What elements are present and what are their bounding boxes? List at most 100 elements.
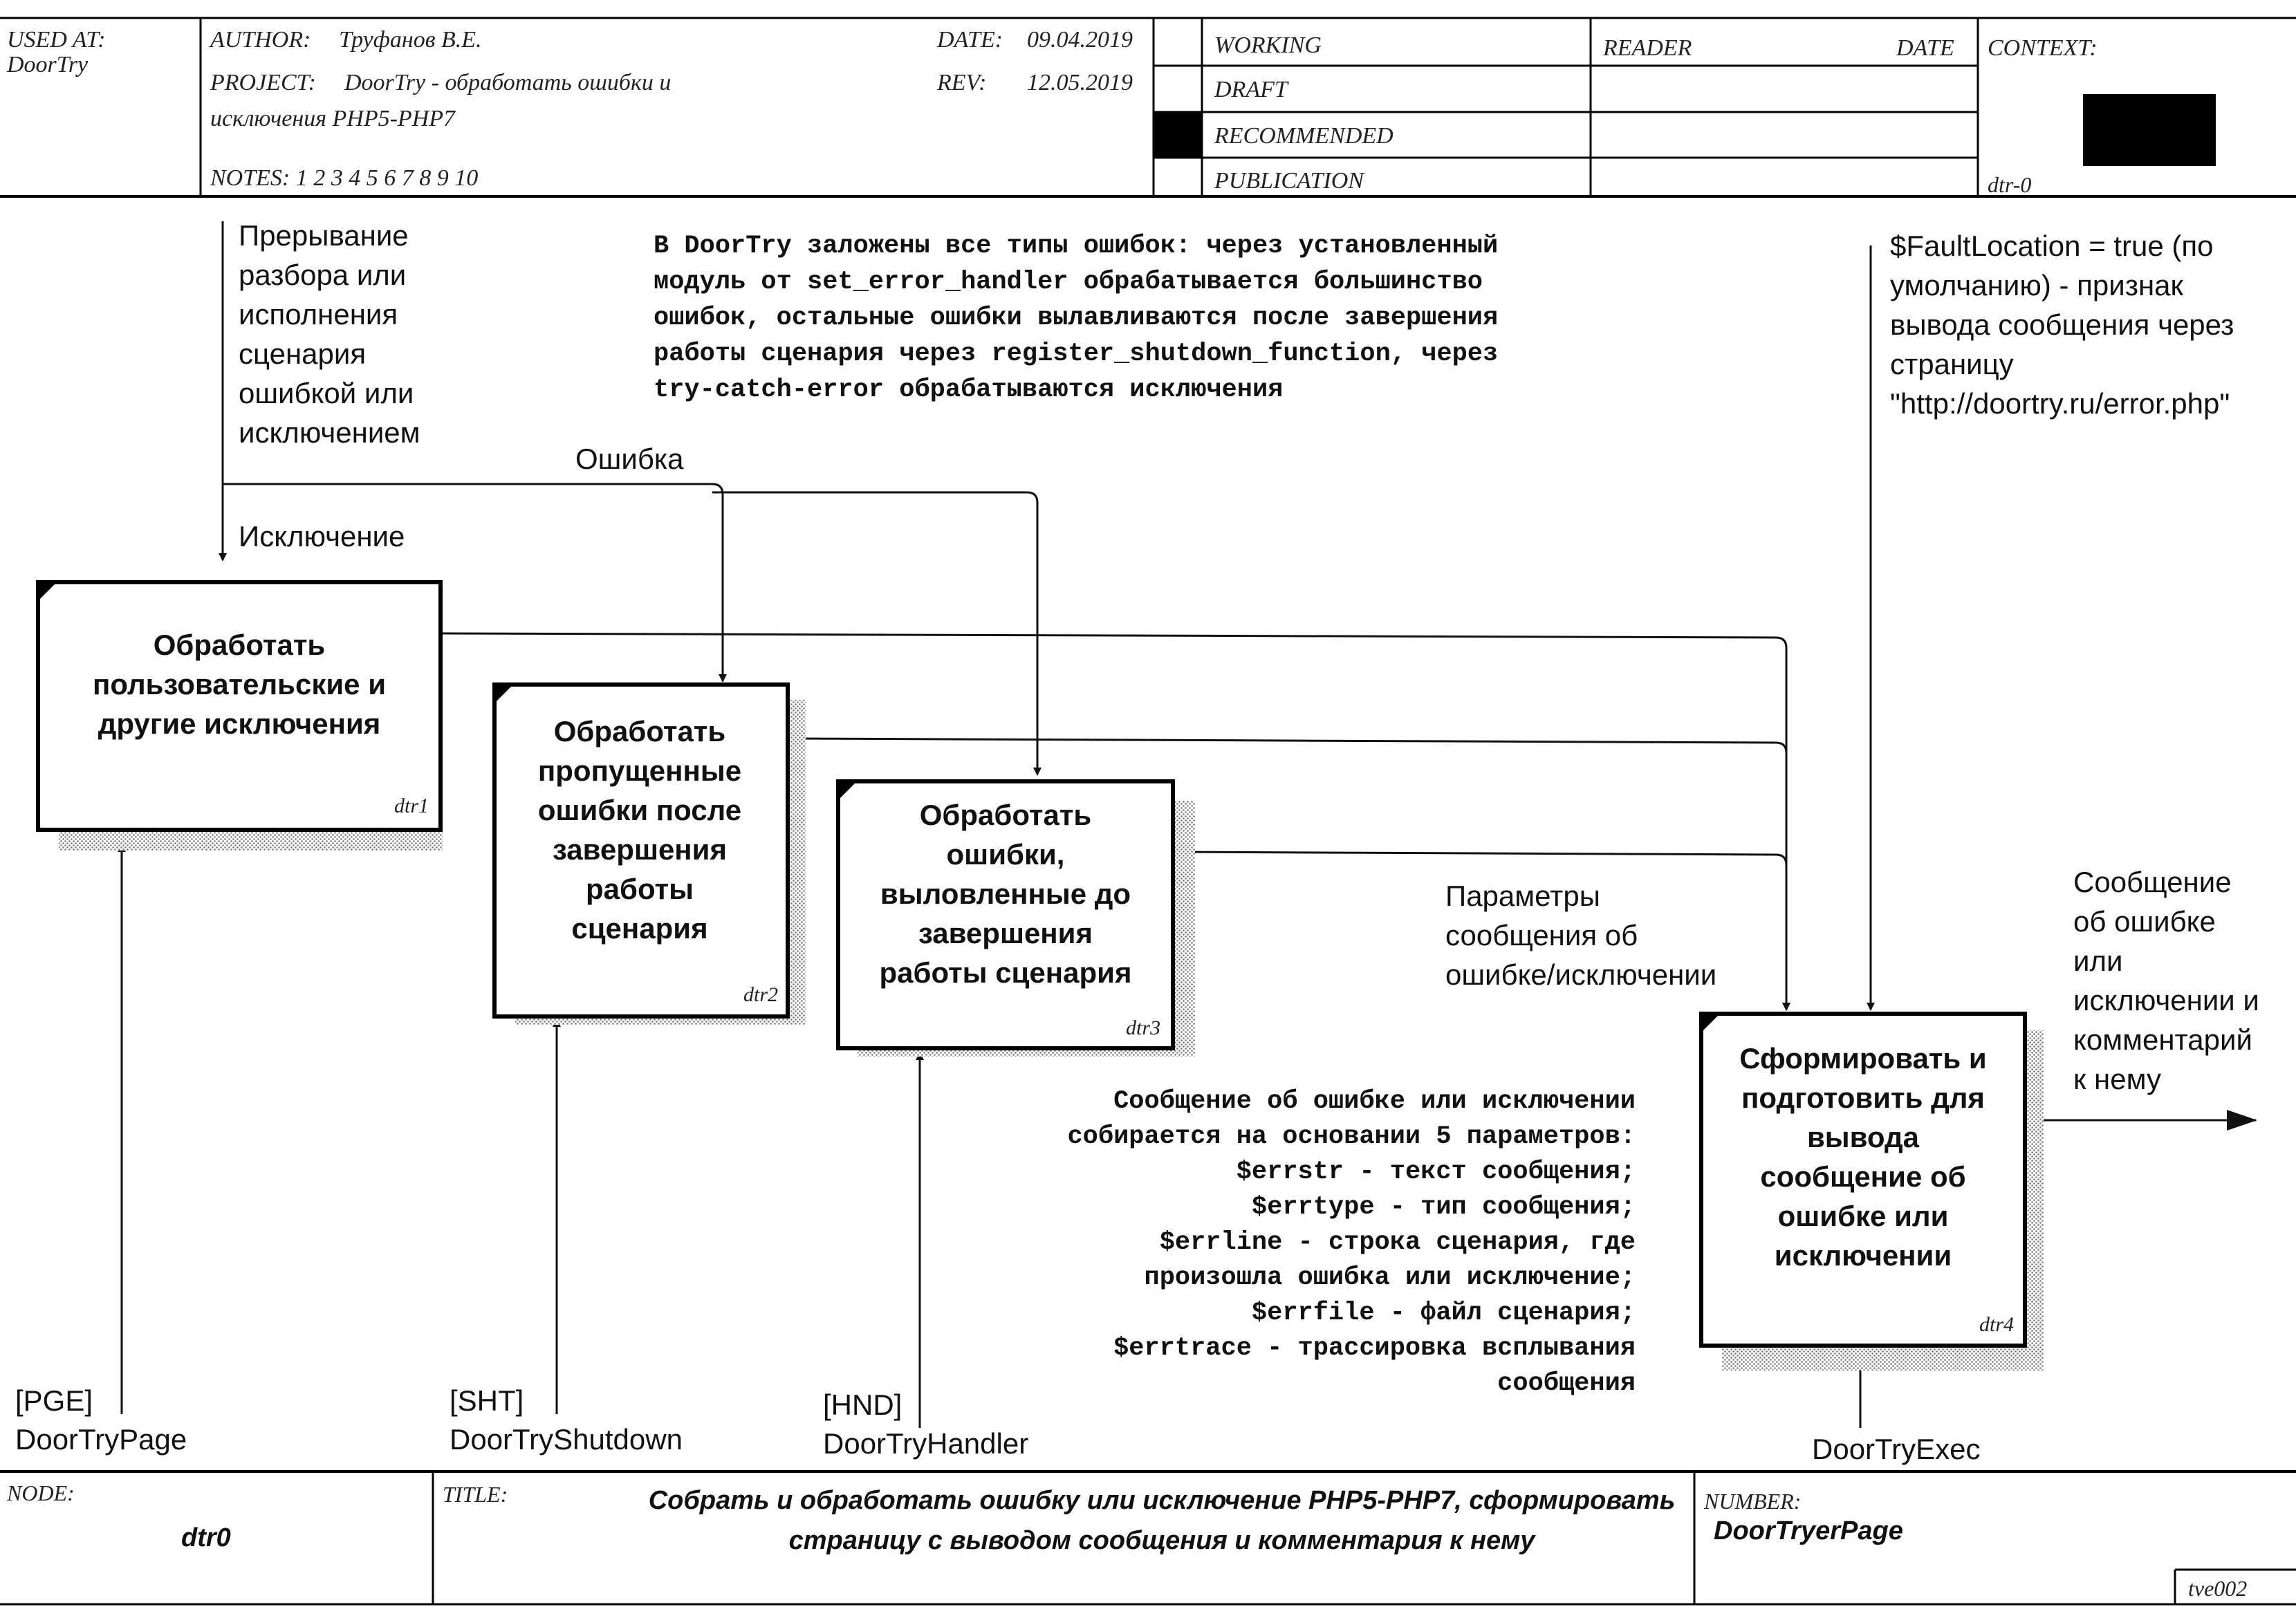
node-label: NODE:	[6, 1480, 75, 1505]
label-error: Ошибка	[575, 443, 684, 475]
note-top-line2: модуль от set_error_handler обрабатывает…	[654, 268, 1483, 297]
activity-box-1: Обработать пользовательские и другие иск…	[36, 580, 443, 851]
activity-box-4: Сформировать и подготовить для вывода со…	[1699, 1012, 2044, 1371]
note-top: В DoorTry заложены все типы ошибок: чере…	[654, 232, 1498, 405]
interrupt-line1: Прерывание	[239, 219, 409, 252]
note-bottom: Сообщение об ошибке или исключении собир…	[1067, 1087, 1636, 1398]
mechanism-page-tag: [PGE]	[15, 1384, 93, 1417]
fault-line2: умолчанию) - признак	[1890, 269, 2184, 301]
reader-date-label: DATE	[1896, 35, 1954, 61]
control-arrow-error-box2	[223, 483, 727, 682]
recommended-status-marker	[1154, 112, 1202, 158]
project-value-line2: исключения PHP5-PHP7	[210, 106, 456, 131]
fault-line1: $FaultLocation = true (по	[1890, 230, 2214, 262]
box2-title-line2: пропущенные	[538, 754, 741, 787]
note-top-line1: В DoorTry заложены все типы ошибок: чере…	[654, 232, 1498, 261]
note-bottom-line9: сообщения	[1497, 1369, 1636, 1398]
fault-line5: "http://doortry.ru/error.php"	[1890, 387, 2230, 420]
author-label: AUTHOR:	[209, 27, 311, 53]
mechanism-shutdown-name: DoorTryShutdown	[450, 1423, 683, 1456]
params-line3: ошибке/исключении	[1445, 958, 1716, 991]
output-line5: комментарий	[2073, 1023, 2252, 1056]
label-params: Параметры сообщения об ошибке/исключении	[1445, 880, 1716, 991]
note-bottom-line6: произошла ошибка или исключение;	[1144, 1263, 1636, 1292]
output-line1: Сообщение	[2073, 866, 2232, 898]
box4-title-line1: Сформировать и	[1739, 1042, 1986, 1075]
number-label: NUMBER:	[1703, 1489, 1801, 1514]
control-label-interrupt: Прерывание разбора или исполнения сценар…	[239, 219, 420, 449]
author-value: Труфанов В.Е.	[339, 27, 482, 53]
mechanism-handler-tag: [HND]	[823, 1388, 902, 1421]
box1-title-line1: Обработать	[154, 629, 326, 661]
output-line4: исключении и	[2073, 984, 2259, 1016]
box3-title-line5: работы сценария	[880, 956, 1132, 989]
output-arrow-box1	[442, 632, 1790, 1011]
status-draft: DRAFT	[1214, 77, 1289, 102]
box1-title-line3: другие исключения	[98, 707, 381, 740]
status-publication: PUBLICATION	[1214, 168, 1365, 194]
context-thumbnail	[2083, 94, 2216, 166]
output-arrow-box2	[788, 737, 1790, 1011]
note-bottom-line1: Сообщение об ошибке или исключении	[1113, 1087, 1636, 1116]
status-recommended: RECOMMENDED	[1214, 123, 1394, 149]
note-top-line3: ошибок, остальные ошибки вылавливаются п…	[654, 304, 1498, 333]
fault-line4: страницу	[1890, 348, 2014, 380]
activity-box-2: Обработать пропущенные ошибки после заве…	[492, 682, 806, 1025]
box3-title-line1: Обработать	[920, 799, 1092, 831]
control-label-fault-location: $FaultLocation = true (по умолчанию) - п…	[1890, 230, 2234, 420]
note-top-line5: try-catch-error обрабатываются исключени…	[654, 375, 1283, 405]
mechanism-exec-name: DoorTryExec	[1812, 1433, 1981, 1465]
box2-title-line5: работы	[586, 873, 694, 905]
number-value: DoorTryerPage	[1714, 1516, 1903, 1545]
box1-node: dtr1	[394, 795, 429, 817]
used-at-label: USED AT:	[7, 27, 106, 53]
mechanism-shutdown-tag: [SHT]	[450, 1384, 524, 1417]
box4-title-line4: сообщение об	[1760, 1160, 1965, 1193]
project-value-line1: DoorTry - обработать ошибки и	[344, 70, 671, 95]
box2-node: dtr2	[743, 983, 778, 1006]
box4-title-line3: вывода	[1807, 1121, 1920, 1153]
arrow-network	[118, 221, 2257, 1428]
note-bottom-line8: $errtrace - трассировка всплывания	[1113, 1334, 1636, 1363]
context-node: dtr-0	[1988, 172, 2031, 197]
box3-title-line2: ошибки,	[947, 838, 1065, 871]
title-line2: страницу с выводом сообщения и комментар…	[789, 1526, 1537, 1555]
rev-value: 12.05.2019	[1027, 70, 1133, 95]
interrupt-line4: сценария	[239, 337, 366, 370]
box2-title-line4: завершения	[553, 833, 727, 866]
control-arrow-error-box3	[712, 491, 1041, 776]
interrupt-line3: исполнения	[239, 298, 398, 331]
box2-title-line3: ошибки после	[538, 794, 741, 826]
params-line2: сообщения об	[1445, 919, 1638, 951]
output-line3: или	[2073, 945, 2122, 977]
box4-title-line6: исключении	[1775, 1239, 1952, 1272]
project-label: PROJECT:	[210, 70, 316, 95]
used-at-value: DoorTry	[6, 52, 89, 77]
node-value: dtr0	[181, 1523, 231, 1552]
mechanism-page-name: DoorTryPage	[15, 1423, 187, 1456]
box2-title-line1: Обработать	[554, 715, 726, 747]
reader-label: READER	[1602, 35, 1692, 61]
footer-frame	[0, 1470, 2296, 1606]
output-arrow-box3	[1172, 851, 1790, 1011]
interrupt-line6: исключением	[239, 416, 420, 449]
date-value: 09.04.2019	[1027, 27, 1133, 53]
header-frame	[0, 17, 2296, 198]
box4-node: dtr4	[1979, 1313, 2014, 1336]
date-label: DATE:	[936, 27, 1003, 53]
note-bottom-line5: $errline - строка сценария, где	[1160, 1228, 1636, 1257]
rev-label: REV:	[936, 70, 986, 95]
context-label: CONTEXT:	[1988, 35, 2098, 61]
note-bottom-line4: $errtype - тип сообщения;	[1252, 1193, 1636, 1222]
title-label: TITLE:	[443, 1482, 508, 1507]
sheet-code: tve002	[2188, 1576, 2247, 1601]
params-line1: Параметры	[1445, 880, 1600, 912]
output-label-message: Сообщение об ошибке или исключении и ком…	[2073, 866, 2259, 1095]
interrupt-line2: разбора или	[239, 259, 406, 291]
box2-title-line6: сценария	[571, 912, 707, 945]
mechanism-handler-name: DoorTryHandler	[823, 1427, 1028, 1460]
box3-title-line4: завершения	[918, 917, 1093, 949]
note-bottom-line2: собирается на основании 5 параметров:	[1067, 1122, 1636, 1151]
activity-box-3: Обработать ошибки, выловленные до заверш…	[836, 779, 1195, 1057]
